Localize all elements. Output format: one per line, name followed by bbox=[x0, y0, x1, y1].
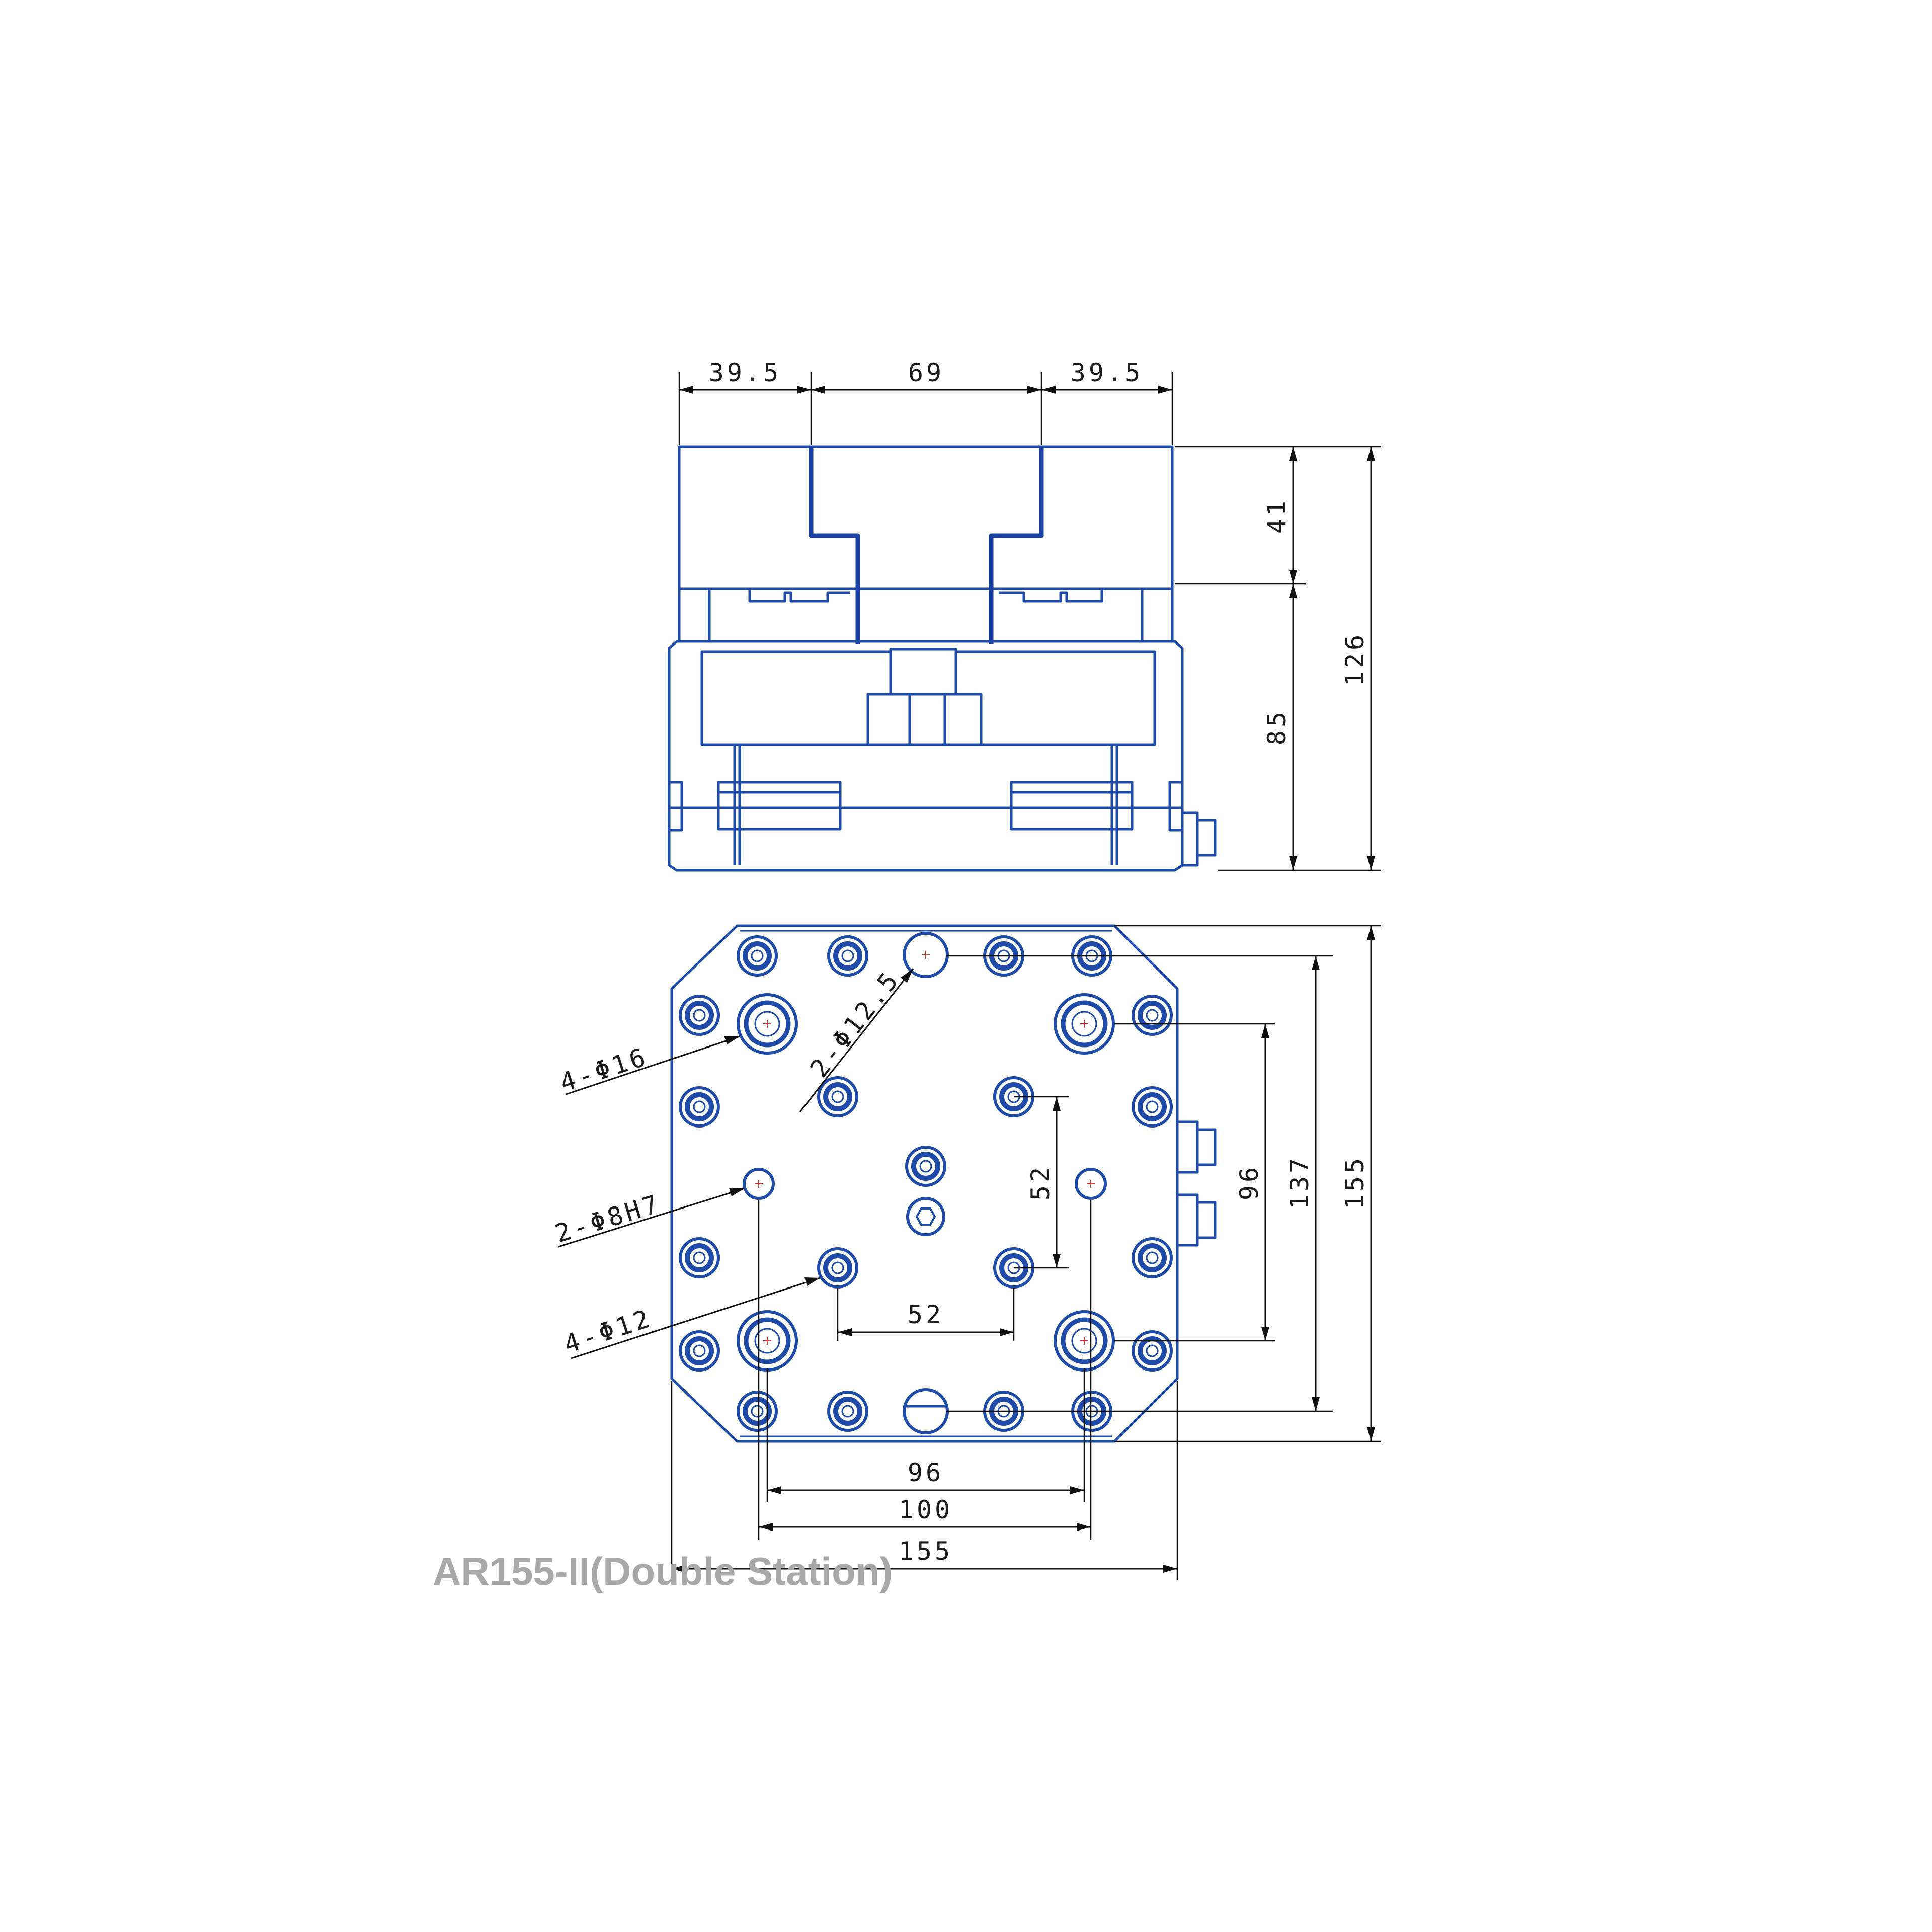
dim-vert-outer: 137 bbox=[1285, 1155, 1314, 1210]
phi16-hole-icon bbox=[738, 995, 796, 1053]
dim-vert-overall: 155 bbox=[1340, 1155, 1370, 1210]
mount-hole-icon bbox=[1133, 1088, 1171, 1126]
top-jaw-body bbox=[678, 445, 1174, 590]
mount-hole-icon bbox=[680, 1239, 718, 1277]
callout-phi16: 4-Φ16 bbox=[556, 1041, 652, 1097]
mount-hole-icon bbox=[1133, 996, 1171, 1034]
base-upper-blocks bbox=[700, 650, 1156, 746]
base-lower-lines bbox=[669, 745, 1182, 865]
drawing-caption: AR155-II(Double Station) bbox=[433, 1549, 893, 1593]
dim-width-middle: 69 bbox=[908, 358, 944, 387]
center-hole-icon bbox=[907, 1147, 945, 1185]
dim-horiz-middle: 96 bbox=[908, 1458, 944, 1487]
phi12-hole-icon bbox=[819, 1249, 857, 1287]
dim-horiz-outer: 100 bbox=[899, 1495, 953, 1524]
center-key bbox=[866, 648, 983, 746]
air-fittings-top bbox=[1177, 1120, 1217, 1247]
phi12-5-hole-icon bbox=[903, 932, 949, 978]
phi8h7-pin-icon bbox=[1076, 1169, 1105, 1198]
phi12-hole-icon bbox=[819, 1078, 857, 1116]
dim-vert-inner: 52 bbox=[1026, 1164, 1055, 1200]
front-view: 39.5 69 39.5 41 85 126 bbox=[668, 358, 1381, 872]
dim-horiz-inner: 52 bbox=[908, 1300, 944, 1329]
callout-phi12-5: 2-Φ12.5 bbox=[804, 965, 906, 1083]
top-view: 52 96 137 155 52 96 100 155 4-Φ16 2-Φ12.… bbox=[552, 924, 1381, 1580]
dim-width-left: 39.5 bbox=[709, 358, 781, 387]
dim-height-total: 126 bbox=[1340, 632, 1370, 686]
dim-vert-middle: 96 bbox=[1235, 1164, 1264, 1200]
side-tabs bbox=[669, 781, 1182, 832]
phi16-hole-icon bbox=[1055, 1312, 1113, 1370]
jaw-step-right bbox=[999, 589, 1174, 641]
callout-phi8h7: 2-Φ8H7 bbox=[552, 1189, 665, 1249]
mount-hole-icon bbox=[680, 1332, 718, 1370]
plate-inner-edge bbox=[740, 930, 1112, 1437]
dim-height-jaw: 41 bbox=[1262, 498, 1292, 534]
mount-hole-icon bbox=[680, 996, 718, 1034]
phi12-5-hole-icon bbox=[903, 1388, 949, 1434]
center-hex-hole-icon bbox=[906, 1197, 945, 1236]
dim-width-right: 39.5 bbox=[1071, 358, 1143, 387]
phi16-hole-icon bbox=[1055, 995, 1113, 1053]
phi8h7-pin-icon bbox=[744, 1169, 773, 1198]
base-body bbox=[668, 640, 1184, 872]
mount-hole-icon bbox=[829, 937, 867, 975]
t-slot-outline bbox=[809, 447, 1044, 644]
side-slots bbox=[717, 781, 1134, 831]
air-fitting-front bbox=[1182, 811, 1217, 867]
callout-phi12: 4-Φ12 bbox=[560, 1303, 656, 1359]
dim-height-base: 85 bbox=[1262, 709, 1292, 745]
mount-hole-icon bbox=[738, 1392, 776, 1430]
mount-hole-icon bbox=[829, 1392, 867, 1430]
phi16-hole-icon bbox=[738, 1312, 796, 1370]
dim-horiz-overall: 155 bbox=[899, 1537, 953, 1566]
mount-hole-icon bbox=[738, 937, 776, 975]
mount-hole-icon bbox=[680, 1088, 718, 1126]
mount-hole-icon bbox=[1133, 1332, 1171, 1370]
mount-hole-icon bbox=[1133, 1239, 1171, 1277]
jaw-step-left bbox=[678, 589, 850, 641]
